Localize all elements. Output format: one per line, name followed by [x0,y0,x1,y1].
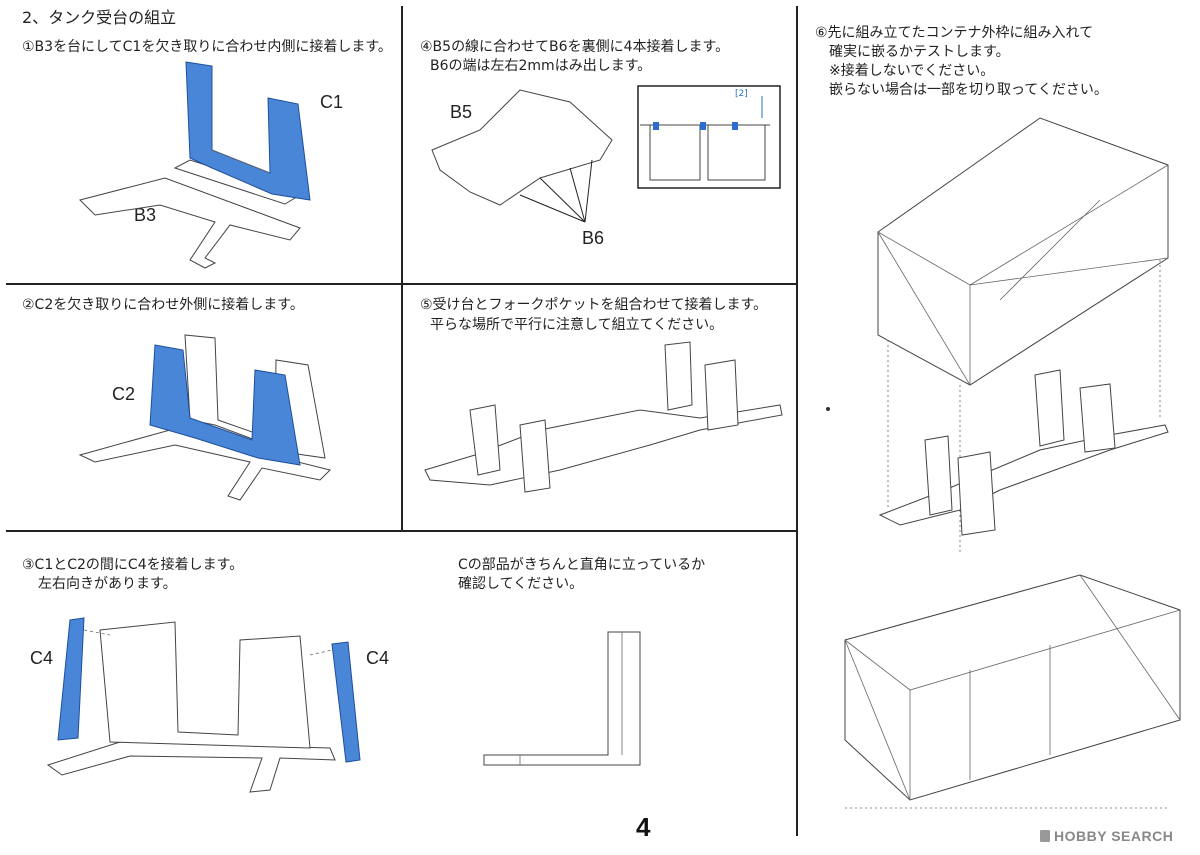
divider-h-2 [6,530,796,532]
step-2-illustration [78,334,331,501]
step-6-text-2: 確実に嵌るかテストします。 [829,44,1010,60]
label-c1: C1 [320,92,344,112]
note-text-2: 確認してください。 [458,576,584,592]
watermark-logo: HOBBY SEARCH [1040,828,1173,844]
step-4-text-1: ④B5の線に合わせてB6を裏側に4本接着します。 [420,39,730,55]
section-title: 2、タンク受台の組立 [22,8,177,27]
note-text-1: Cの部品がきちんと直角に立っているか [458,557,706,573]
dim-label: [2] [735,89,748,99]
step-6-text-1: ⑥先に組み立てたコンテナ外枠に組み入れて [815,25,1094,41]
bullet-dot [826,407,830,411]
step-5-text-1: ⑤受け台とフォークポケットを組合わせて接着します。 [420,297,768,313]
note-illustration [483,631,641,766]
step-6-text-4: 嵌らない場合は一部を切り取ってください。 [829,82,1108,98]
step-5-text-2: 平らな場所で平行に注意して組立てください。 [430,317,724,333]
label-b5: B5 [450,102,473,122]
label-c4-left: C4 [30,648,54,668]
watermark-icon [1040,830,1050,842]
step-5-illustration [424,341,783,493]
page-number: 4 [636,812,651,842]
label-c2: C2 [112,384,136,404]
divider-v-left [401,6,403,530]
step-1-illustration [79,61,311,269]
step-4-text-2: B6の端は左右2mmはみ出します。 [430,58,652,74]
divider-v-right [796,6,798,836]
step-2-text: ②C2を欠き取りに合わせ外側に接着します。 [22,297,304,313]
step-3-text-1: ③C1とC2の間にC4を接着します。 [22,557,244,573]
step-3-text-2: 左右向きがあります。 [38,576,177,592]
step-4-illustration [431,85,781,223]
label-b6: B6 [582,228,605,248]
label-c4-right: C4 [366,648,390,668]
step-6-text-3: ※接着しないでください。 [829,63,995,79]
step-3-illustration [46,617,361,793]
watermark-text: HOBBY SEARCH [1054,828,1174,844]
label-b3: B3 [134,205,157,225]
step-1-text: ①B3を台にしてC1を欠き取りに合わせ内側に接着します。 [22,39,392,55]
